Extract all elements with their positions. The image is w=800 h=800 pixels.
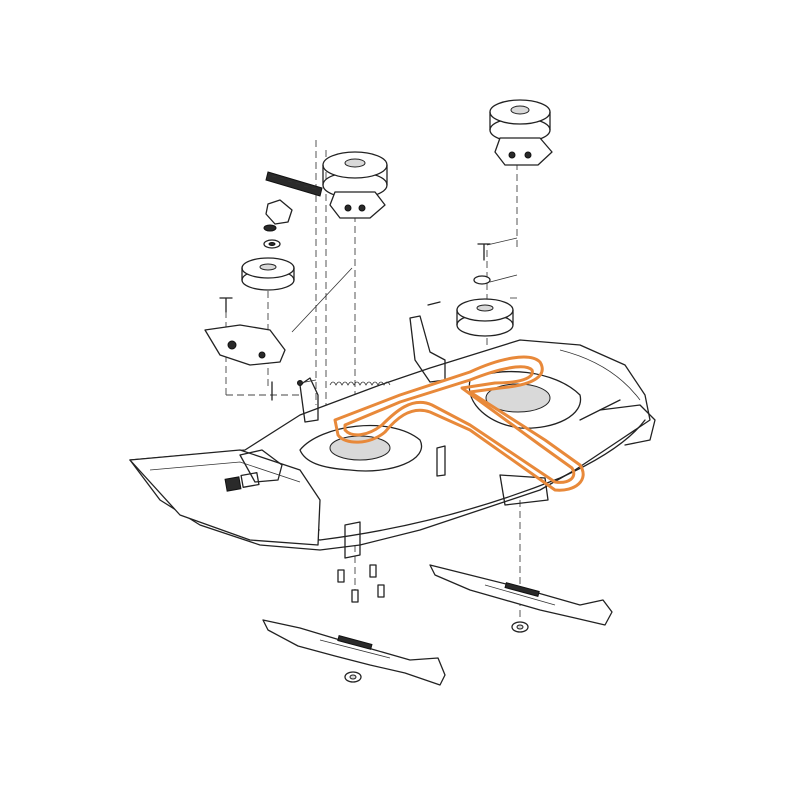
idler-pulley-right xyxy=(456,298,514,337)
mower-blade-right xyxy=(429,564,613,626)
tension-spring xyxy=(265,171,323,197)
idler-bracket xyxy=(204,324,286,366)
spindle-pulley-right xyxy=(489,99,553,166)
mower-deck-housing xyxy=(129,315,656,559)
spindle-pulley-left xyxy=(322,151,388,219)
drive-belt xyxy=(333,355,585,492)
mower-blade-left xyxy=(262,619,446,686)
leader-lines xyxy=(291,237,518,384)
idler-pulley-left xyxy=(241,257,295,291)
hardware-parts xyxy=(219,199,529,683)
drive-belt-inner xyxy=(343,365,576,484)
drive-belt-outer xyxy=(333,355,585,492)
